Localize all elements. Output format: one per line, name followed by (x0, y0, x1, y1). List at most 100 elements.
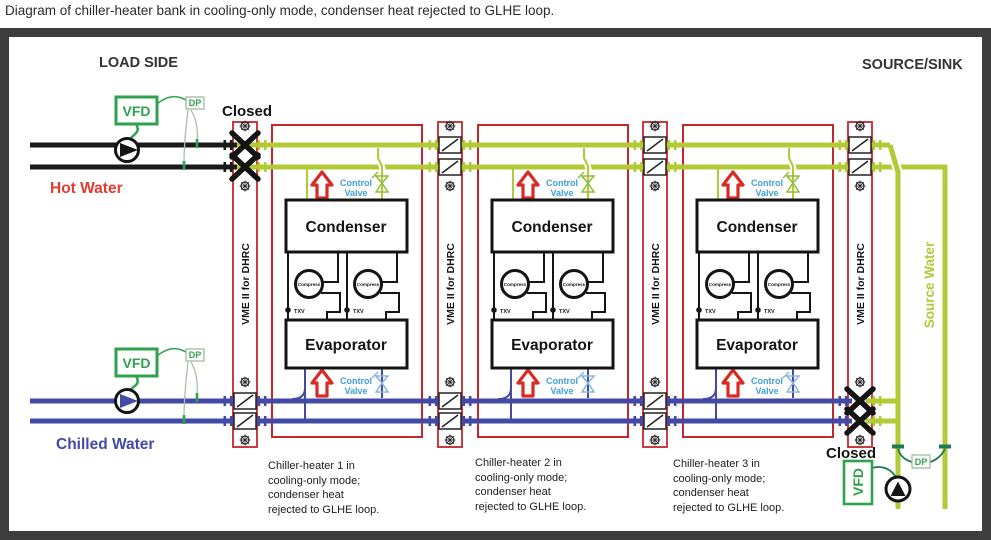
svg-text:Control: Control (546, 376, 578, 386)
svg-text:Compress: Compress (709, 282, 732, 287)
valve-actuator-icon (238, 179, 252, 193)
open-valve-icon (438, 392, 462, 410)
dp-tap (182, 415, 186, 424)
txv-icon (550, 307, 556, 313)
source-water-crossover (887, 144, 901, 173)
condenser-box (490, 198, 615, 254)
valve-actuator-icon (443, 119, 457, 133)
vme-column-1-valves: VME II for DHRC (223, 119, 267, 447)
svg-text:Compress: Compress (357, 282, 380, 287)
vme-column-2-valves: VME II for DHRC (428, 119, 472, 447)
compressor-icon (764, 269, 794, 299)
vme-column-3-valves: VME II for DHRC (633, 119, 677, 447)
compressor-icon (353, 269, 383, 299)
chiller-2-box (477, 124, 629, 438)
chiller-3-box (682, 124, 834, 438)
compressor-icon (559, 269, 589, 299)
valve-actuator-icon (238, 433, 252, 447)
valve-actuator-icon (443, 375, 457, 389)
vme-label: VME II for DHRC (240, 243, 252, 325)
valve-actuator-icon (443, 433, 457, 447)
vme-column-4-valves: VME II for DHRC (838, 119, 882, 447)
svg-text:VFD: VFD (123, 355, 151, 371)
condenser-box (695, 198, 820, 254)
vfd-label: VFD (123, 103, 151, 119)
compressor-icon (294, 269, 324, 299)
vfd-box (842, 459, 874, 506)
open-valve-icon (848, 136, 872, 154)
svg-text:Compress: Compress (504, 282, 527, 287)
chiller-1-caption: Chiller-heater 1 in cooling-only mode; c… (268, 460, 380, 516)
dp-sensor (185, 348, 205, 362)
svg-text:Condenser: Condenser (717, 219, 798, 236)
svg-text:Condenser: Condenser (512, 219, 593, 236)
vfd-box (114, 95, 159, 126)
open-valve-icon (438, 158, 462, 176)
valve-actuator-icon (648, 179, 662, 193)
dp-tap (892, 444, 904, 449)
svg-text:Valve: Valve (755, 386, 778, 396)
evaporator-label: Evaporator (305, 337, 387, 354)
vfd-signal-wire (156, 347, 187, 357)
svg-text:Compress: Compress (298, 282, 321, 287)
txv-icon (285, 307, 291, 313)
open-valve-icon (233, 392, 257, 410)
open-valve-icon (233, 412, 257, 430)
evaporator-box (284, 318, 409, 370)
dp-label: DP (189, 98, 202, 108)
compressor-icon (705, 269, 735, 299)
figure-caption: Diagram of chiller-heater bank in coolin… (5, 3, 555, 18)
svg-text:Valve: Valve (344, 188, 367, 198)
svg-text:TXV: TXV (353, 309, 364, 315)
chilled-water-pump-assembly: VFD DP Chilled Water (56, 347, 205, 453)
svg-text:TXV: TXV (559, 309, 570, 315)
open-valve-icon (643, 136, 667, 154)
dp-tap (195, 393, 199, 402)
pump-impeller (120, 143, 138, 157)
dp-sensor (185, 96, 205, 110)
svg-text:TXV: TXV (705, 309, 716, 315)
svg-text:VME II for DHRC: VME II for DHRC (855, 243, 867, 325)
closed-label-bottom: Closed (826, 445, 876, 462)
valve-actuator-icon (853, 179, 867, 193)
svg-text:Compress: Compress (768, 282, 791, 287)
valve-actuator-icon (853, 375, 867, 389)
dp-sensing-line (897, 448, 913, 463)
txv-icon (491, 307, 497, 313)
svg-text:Evaporator: Evaporator (716, 337, 798, 354)
svg-text:DP: DP (915, 457, 928, 467)
svg-text:VME II for DHRC: VME II for DHRC (650, 243, 662, 325)
dp-tap (195, 139, 199, 148)
source-sink-label: SOURCE/SINK (862, 57, 963, 73)
chiller-3-caption: Chiller-heater 3 in cooling-only mode; c… (673, 458, 785, 514)
txv-icon (344, 307, 350, 313)
svg-text:TXV: TXV (764, 309, 775, 315)
vfd-box (114, 347, 159, 378)
condenser-label: Condenser (306, 219, 387, 236)
load-side-label: LOAD SIDE (99, 55, 178, 71)
svg-text:Valve: Valve (550, 188, 573, 198)
svg-text:Evaporator: Evaporator (511, 337, 593, 354)
pump-impeller (890, 481, 906, 496)
valve-actuator-icon (648, 433, 662, 447)
open-valve-icon (643, 392, 667, 410)
condenser-box (284, 198, 409, 254)
valve-actuator-icon (648, 375, 662, 389)
hot-water-label: Hot Water (50, 180, 123, 197)
vfd-signal-wire (156, 95, 187, 105)
chilled-water-label: Chilled Water (56, 436, 154, 453)
dp-tap (182, 161, 186, 170)
txv-icon (696, 307, 702, 313)
svg-text:Valve: Valve (344, 386, 367, 396)
control-valve-label: Control (340, 178, 372, 188)
hot-water-pump-assembly: VFD DP Hot Water Closed (50, 95, 272, 197)
valve-actuator-icon (853, 433, 867, 447)
svg-text:VME II for DHRC: VME II for DHRC (445, 243, 457, 325)
pump-impeller (120, 394, 138, 408)
dp-sensing-line (183, 361, 189, 418)
svg-text:Control: Control (340, 376, 372, 386)
svg-text:TXV: TXV (294, 309, 305, 315)
txv-icon (755, 307, 761, 313)
